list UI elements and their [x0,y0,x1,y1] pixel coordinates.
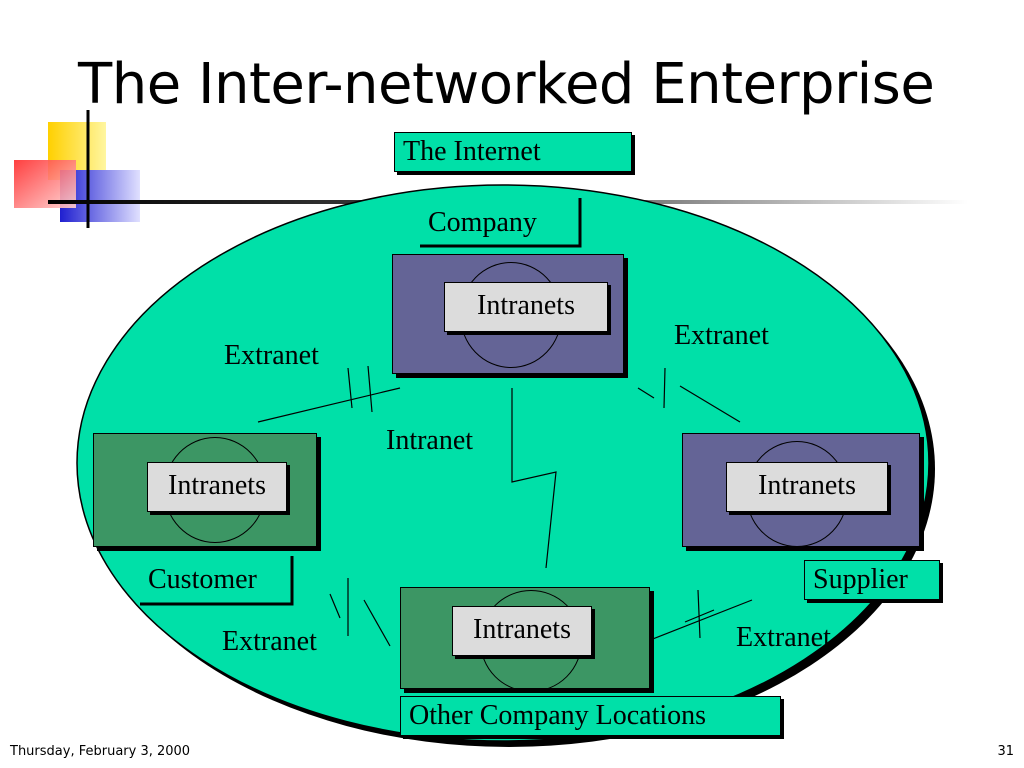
extranet-link-locations-left [363,599,391,647]
intranets-badge-company: Intranets [444,282,608,332]
customer-label: Customer [148,564,257,595]
intranet-link [511,388,557,569]
internet-oval [76,184,930,742]
extranet-label-locations-left: Extranet [222,626,317,657]
internet-label: The Internet [394,132,632,172]
slide-title: The Inter-networked Enterprise [78,52,935,117]
footer-date: Thursday, February 3, 2000 [10,744,191,759]
decorative-squares [14,110,140,228]
extranet-label-supplier: Extranet [674,320,769,351]
extranet-label-customer: Extranet [224,340,319,371]
extranet-link-supplier [679,385,741,423]
supplier-label: Supplier [804,560,940,600]
company-label: Company [428,207,537,238]
intranets-badge-customer: Intranets [147,462,287,512]
extranet-link-locations-right [639,599,753,645]
page-number: 31 [997,744,1014,759]
customer-label-bracket [140,556,294,606]
other-locations-label: Other Company Locations [400,696,781,736]
extranet-label-locations-right: Extranet [736,622,831,653]
intranets-badge-supplier: Intranets [726,462,888,512]
company-label-bracket [420,198,582,248]
intranets-badge-locations: Intranets [452,606,592,656]
extranet-link-customer [257,387,401,423]
intranet-center-label: Intranet [386,425,474,456]
